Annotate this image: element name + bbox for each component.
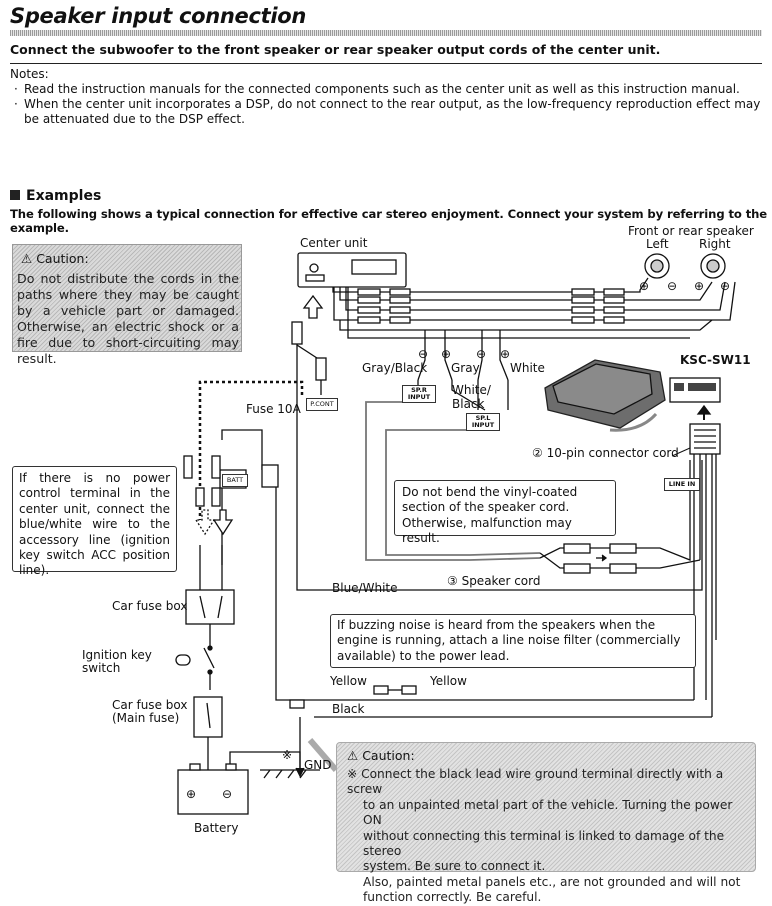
caution-body: ※ Connect the black lead wire ground ter… xyxy=(347,767,747,906)
white-label: White xyxy=(510,361,545,375)
p-cont-tag: P.CONT xyxy=(306,398,338,411)
gnd-label: GND xyxy=(304,758,332,772)
examples-subheading: The following shows a typical connection… xyxy=(10,207,768,235)
white-plus-label: ⊕ xyxy=(500,347,510,361)
speaker-cord-label: ③ Speaker cord xyxy=(447,574,541,588)
ten-pin-cord-label: ② 10-pin connector cord xyxy=(532,446,679,460)
left-speaker-label: Left xyxy=(646,237,669,251)
battery-label: Battery xyxy=(194,821,239,835)
notes-section: Notes: Read the instruction manuals for … xyxy=(10,67,766,127)
caution-line: function correctly. Be careful. xyxy=(363,890,542,905)
gray-label: Gray xyxy=(451,361,480,375)
caution-line: to an unpainted metal part of the vehicl… xyxy=(363,797,733,828)
battery-plus-label: ⊕ xyxy=(186,787,196,801)
note-item: When the center unit incorporates a DSP,… xyxy=(14,97,766,127)
reference-mark: ※ xyxy=(282,748,293,762)
car-fuse-box-label: Car fuse box xyxy=(112,599,188,613)
model-label: KSC-SW11 xyxy=(680,353,751,367)
caution-line: system. Be sure to connect it. xyxy=(363,859,546,874)
white-black-minus-label: ⊖ xyxy=(476,347,486,361)
blue-white-label: Blue/White xyxy=(332,581,398,595)
right-speaker-plus-label: ⊕ xyxy=(694,279,704,293)
gray-black-minus-label: ⊖ xyxy=(418,347,428,361)
up-arrow-icon xyxy=(302,294,324,319)
no-power-note: If there is no power control terminal in… xyxy=(12,466,177,577)
caution-heading: ⚠ Caution: xyxy=(347,748,415,763)
left-speaker-plus-label: ⊕ xyxy=(639,279,649,293)
ten-pin-connector-icon xyxy=(689,423,721,455)
square-bullet-icon xyxy=(10,190,20,200)
subheading-rule xyxy=(10,63,762,64)
caution-line: Also, painted metal panels etc., are not… xyxy=(363,874,741,889)
caution-box-top: ⚠ Caution: Do not distribute the cords i… xyxy=(12,244,242,366)
reference-mark: ※ xyxy=(347,767,358,781)
battery-minus-label: ⊖ xyxy=(222,787,232,801)
warning-triangle-icon: ⚠ xyxy=(347,748,363,763)
main-fuse-box-icon xyxy=(193,696,223,738)
battery-icon xyxy=(177,769,249,815)
yellow-left-label: Yellow xyxy=(330,674,367,688)
wiring-diagram: ⊕ ⊖ ⊕ ⊖ ⊖ ⊕ ⊖ ⊕ ⊕ ⊖ xyxy=(175,252,736,815)
front-rear-speaker-label: Front or rear speaker xyxy=(628,224,754,238)
sp-l-input-tag: SP.L INPUT xyxy=(466,413,500,431)
fuse-label: Fuse 10A xyxy=(246,402,301,416)
page-subheading: Connect the subwoofer to the front speak… xyxy=(10,42,661,57)
notes-label: Notes: xyxy=(10,67,49,81)
no-bend-note: Do not bend the vinyl-coated section of … xyxy=(394,480,616,545)
yellow-right-label: Yellow xyxy=(430,674,467,688)
ignition-key-icon xyxy=(175,654,191,666)
main-fuse-box-label: Car fuse box (Main fuse) xyxy=(112,698,188,725)
ignition-key-label: Ignition key switch xyxy=(82,648,152,675)
title-rule xyxy=(10,30,762,36)
caution-box-bottom: ⚠ Caution: ※ Connect the black lead wire… xyxy=(336,742,756,904)
white-black-label: White/ Black xyxy=(452,383,491,411)
black-label: Black xyxy=(332,702,365,716)
note-item: Read the instruction manuals for the con… xyxy=(14,82,766,97)
gray-black-label: Gray/Black xyxy=(362,361,428,375)
center-unit-label: Center unit xyxy=(300,236,368,250)
warning-triangle-icon: ⚠ xyxy=(21,251,37,266)
left-speaker-minus-label: ⊖ xyxy=(667,279,677,293)
gray-plus-label: ⊕ xyxy=(441,347,451,361)
right-speaker-minus-label: ⊖ xyxy=(720,279,730,293)
car-fuse-box-icon xyxy=(185,589,235,625)
examples-heading: Examples xyxy=(10,188,101,204)
sp-r-input-tag: SP.R INPUT xyxy=(402,385,436,403)
caution-line: without connecting this terminal is link… xyxy=(363,828,725,859)
buzzing-note: If buzzing noise is heard from the speak… xyxy=(330,614,696,668)
caution-body: Do not distribute the cords in the paths… xyxy=(17,271,239,366)
page-title: Speaker input connection xyxy=(10,4,307,28)
batt-tag: BATT xyxy=(222,474,248,487)
caution-heading: ⚠ Caution: xyxy=(21,251,89,266)
line-in-tag: LINE IN xyxy=(664,478,700,491)
right-speaker-label: Right xyxy=(699,237,731,251)
